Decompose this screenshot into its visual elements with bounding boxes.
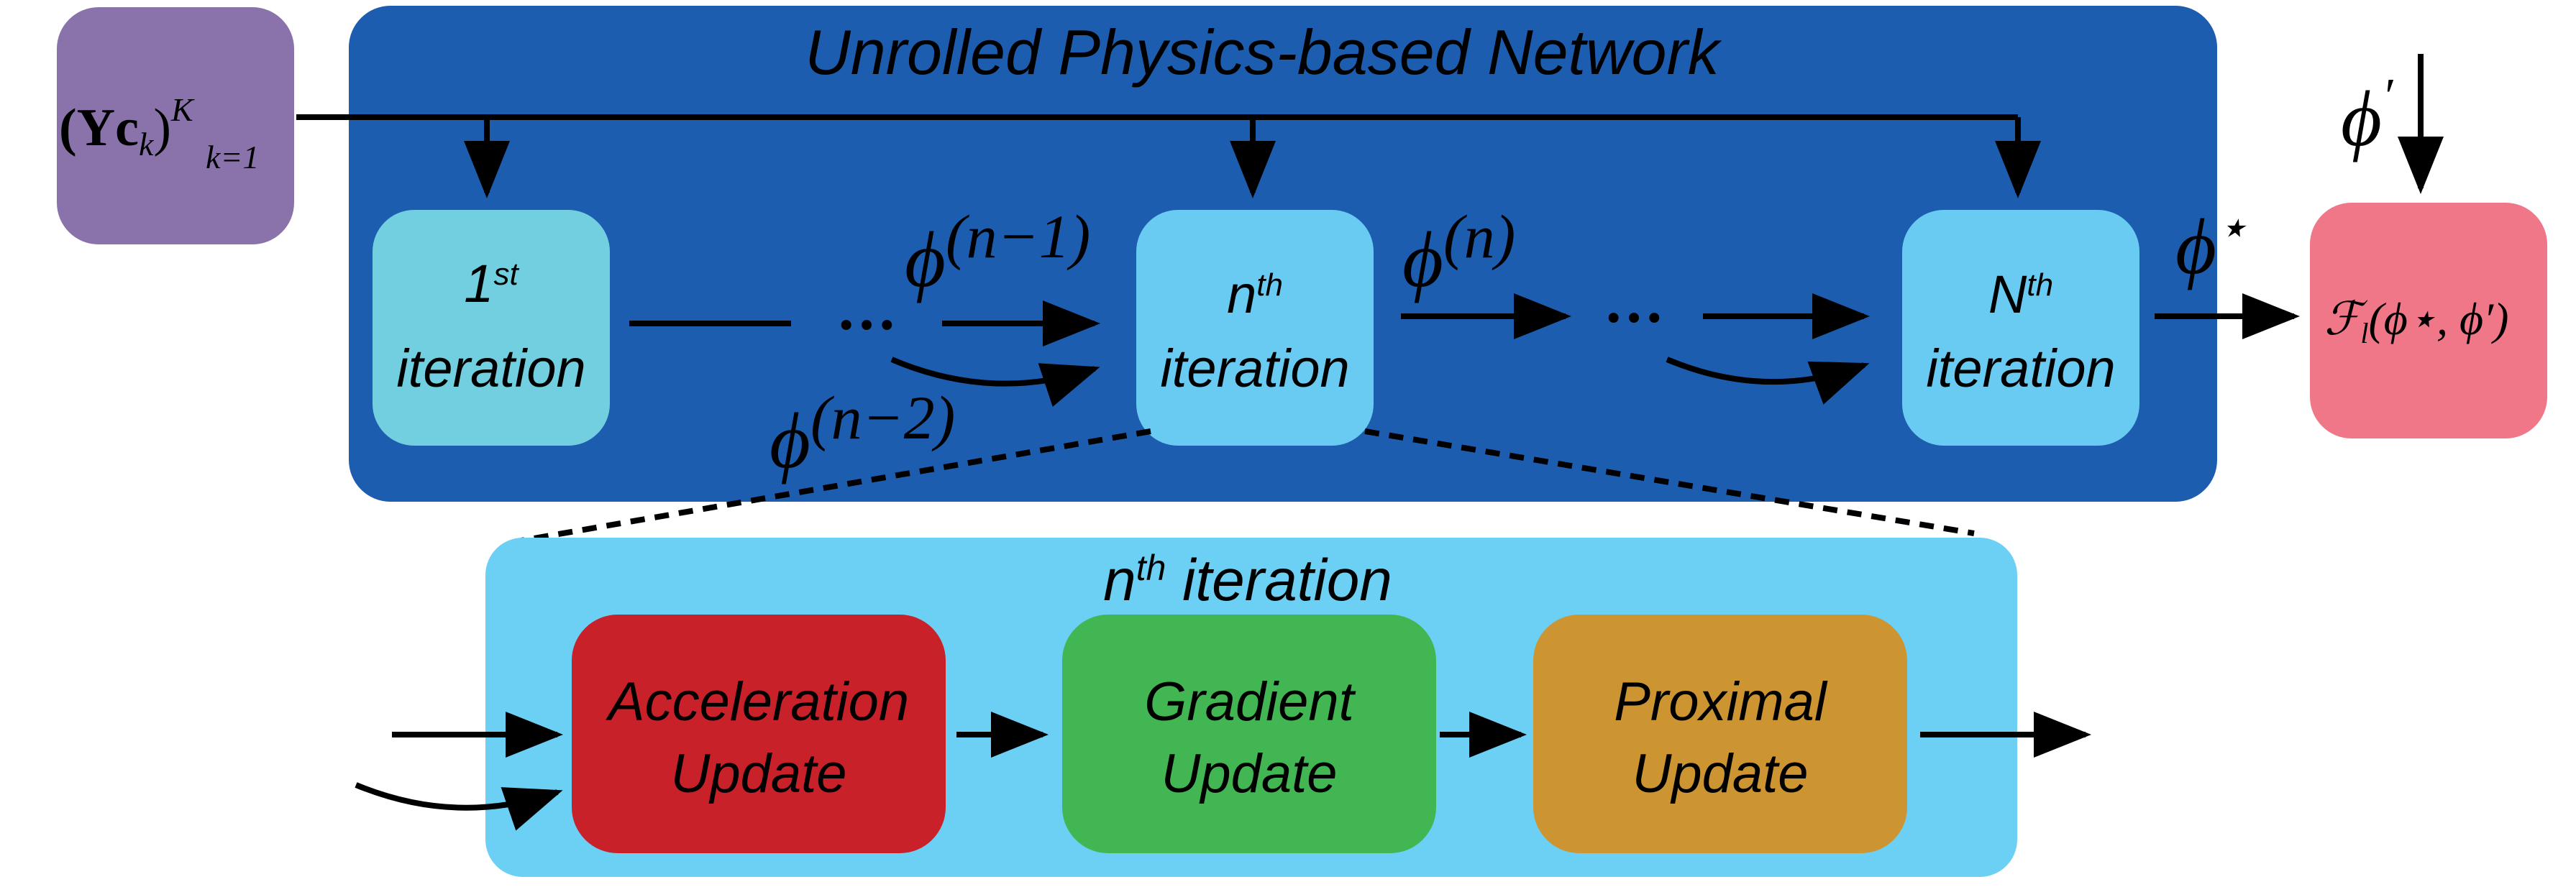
acceleration-update-box [572, 615, 946, 853]
ellipsis-2: ••• [1604, 299, 1665, 339]
phi-n-minus-2-label: ϕ(n−2) [769, 383, 955, 484]
detail-title: nth iteration [1103, 548, 1392, 613]
iteration-flow-arrows [629, 54, 2444, 407]
ellipsis-1: ••• [836, 306, 898, 346]
iteration-1-label: 1st [464, 254, 519, 313]
iteration-N-box [1902, 210, 2139, 446]
input-distribution-lines [296, 114, 2041, 198]
acceleration-update-line1: Acceleration [606, 671, 909, 732]
iteration-N-word: iteration [1926, 339, 2115, 398]
gradient-update-line1: Gradient [1144, 671, 1356, 732]
gradient-update-box [1062, 615, 1436, 853]
acceleration-update-line2: Update [670, 743, 846, 804]
phi-prime-label: ϕ′ [2341, 69, 2394, 162]
loss-label: ℱl(ϕ⋆, ϕ′) [2324, 293, 2508, 349]
phi-star-label: ϕ⋆ [2175, 201, 2248, 290]
phi-n-label: ϕ(n) [1402, 202, 1515, 303]
input-box [57, 7, 294, 244]
iteration-n-label: nth [1227, 265, 1283, 324]
network-title: Unrolled Physics-based Network [805, 17, 1722, 88]
iteration-n-box [1136, 210, 1374, 446]
proximal-update-line1: Proximal [1614, 671, 1828, 732]
iteration-1-box [373, 210, 610, 446]
detail-flow-arrows [355, 712, 2091, 831]
proximal-update-line2: Update [1632, 743, 1808, 804]
phi-n-minus-1-label: ϕ(n−1) [905, 202, 1090, 303]
gradient-update-line2: Update [1161, 743, 1337, 804]
iteration-1-word: iteration [396, 339, 585, 398]
loss-box [2310, 203, 2547, 438]
zoom-connectors [521, 428, 1975, 543]
proximal-update-box [1533, 615, 1907, 853]
iteration-N-label: Nth [1988, 265, 2053, 324]
input-label: (Yck)Kk=1 [59, 91, 259, 175]
iteration-n-word: iteration [1160, 339, 1349, 398]
